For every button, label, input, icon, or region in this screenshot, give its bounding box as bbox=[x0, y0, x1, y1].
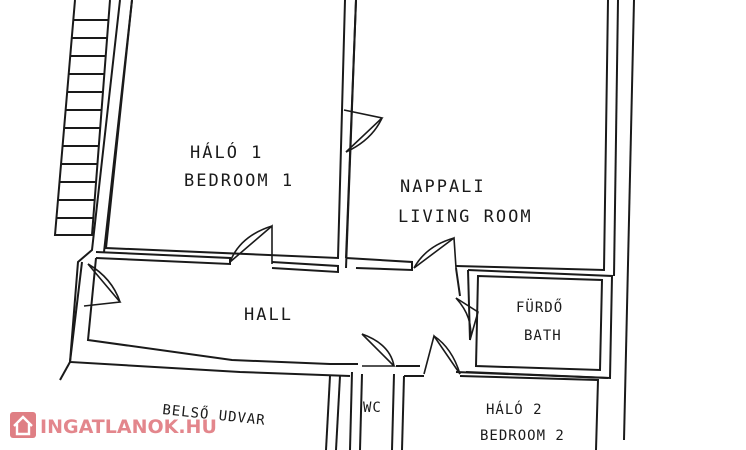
watermark: INGATLANOK.HU bbox=[10, 412, 217, 438]
wc-room bbox=[349, 363, 420, 450]
staircase bbox=[53, 0, 111, 236]
door-living-room-top bbox=[343, 109, 384, 153]
door-hall-left bbox=[83, 263, 122, 307]
living-room-label-hu: NAPPALI bbox=[400, 177, 486, 197]
living-room bbox=[345, 0, 635, 441]
bath-label-hu: FÜRDŐ bbox=[516, 298, 563, 316]
bedroom-2-label-hu: HÁLÓ 2 bbox=[486, 400, 543, 418]
door-bedroom-1 bbox=[229, 224, 273, 264]
hall-room bbox=[68, 251, 471, 377]
wc-label: WC bbox=[363, 400, 382, 416]
bedroom-1-room bbox=[104, 0, 357, 260]
door-bath bbox=[455, 297, 479, 341]
inner-courtyard bbox=[59, 361, 341, 450]
bedroom-1-label-en: BEDROOM 1 bbox=[184, 171, 294, 191]
door-living-room bbox=[413, 236, 457, 269]
bedroom-1-label-hu: HÁLÓ 1 bbox=[190, 141, 263, 163]
bath-label-en: BATH bbox=[524, 328, 562, 344]
hall-label: HALL bbox=[244, 305, 293, 325]
bedroom-2-label-en: BEDROOM 2 bbox=[480, 428, 565, 444]
bedroom-2-room bbox=[404, 371, 609, 450]
living-room-label-en: LIVING ROOM bbox=[398, 207, 533, 227]
door-bedroom-2 bbox=[423, 334, 461, 375]
bath-room bbox=[465, 269, 614, 380]
door-wc bbox=[361, 333, 396, 367]
watermark-text: INGATLANOK.HU bbox=[40, 416, 217, 438]
